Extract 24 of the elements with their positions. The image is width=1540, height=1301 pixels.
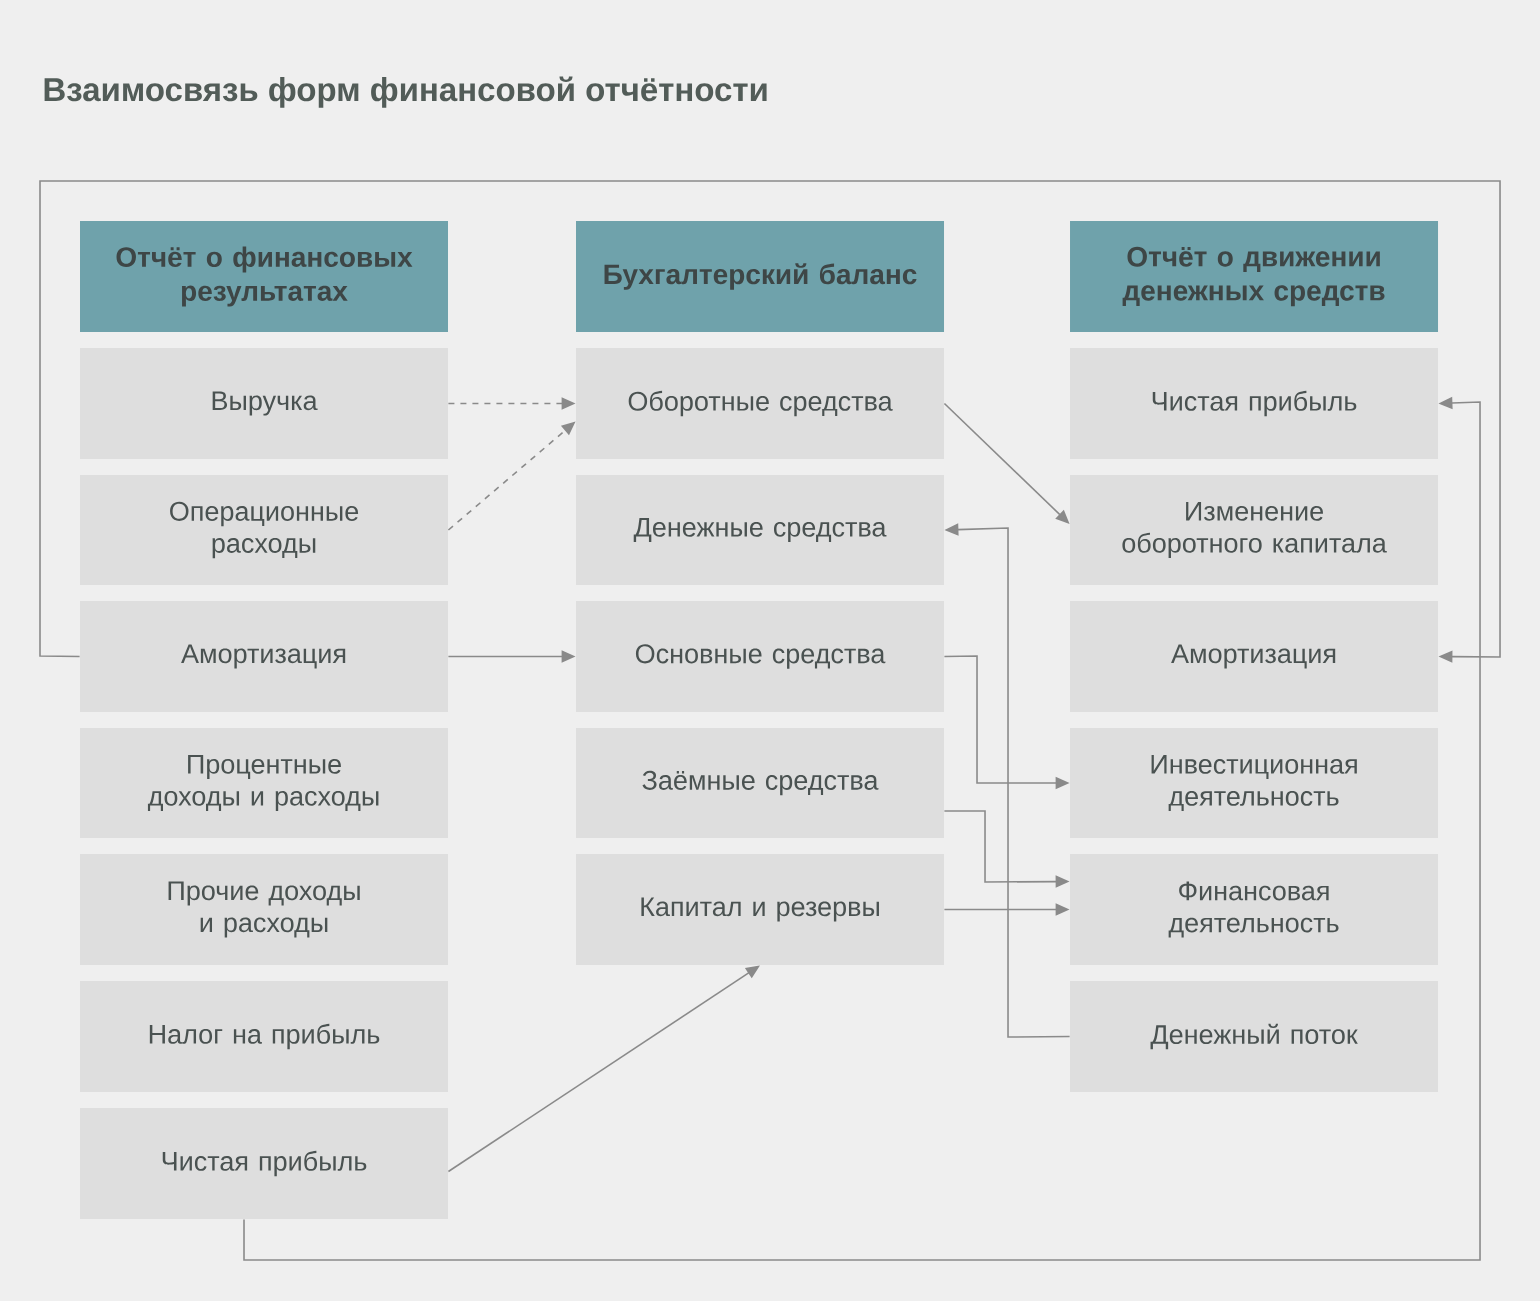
item-box: Оборотные средства bbox=[576, 348, 944, 459]
arrow bbox=[447, 965, 760, 1173]
item-box: Финансовая деятельность bbox=[1070, 854, 1438, 965]
item-box: Заёмные средства bbox=[576, 728, 944, 838]
header-box: Отчёт о финансовых результатах bbox=[80, 221, 448, 332]
item-box: Налог на прибыль bbox=[80, 981, 448, 1092]
item-box: Чистая прибыль bbox=[1070, 348, 1438, 459]
item-box: Операционные расходы bbox=[80, 475, 448, 585]
item-box: Амортизация bbox=[80, 601, 448, 712]
item-box: Процентные доходы и расходы bbox=[80, 728, 448, 838]
item-box: Прочие доходы и расходы bbox=[80, 854, 448, 965]
item-box: Основные средства bbox=[576, 601, 944, 712]
item-box: Денежный поток bbox=[1070, 981, 1438, 1092]
arrow bbox=[39, 180, 1501, 663]
item-box: Выручка bbox=[80, 348, 448, 459]
item-box: Чистая прибыль bbox=[80, 1108, 448, 1219]
item-box: Амортизация bbox=[1070, 601, 1438, 712]
title: Взаимосвязь форм финансовой отчётности bbox=[44, 76, 767, 108]
header-box: Бухгалтерский баланс bbox=[576, 221, 944, 332]
header-box: Отчёт о движении денежных средств bbox=[1070, 221, 1438, 332]
item-box: Денежные средства bbox=[576, 475, 944, 585]
item-box: Изменение оборотного капитала bbox=[1070, 475, 1438, 585]
item-box: Капитал и резервы bbox=[576, 854, 944, 965]
item-box: Инвестиционная деятельность bbox=[1070, 728, 1438, 838]
